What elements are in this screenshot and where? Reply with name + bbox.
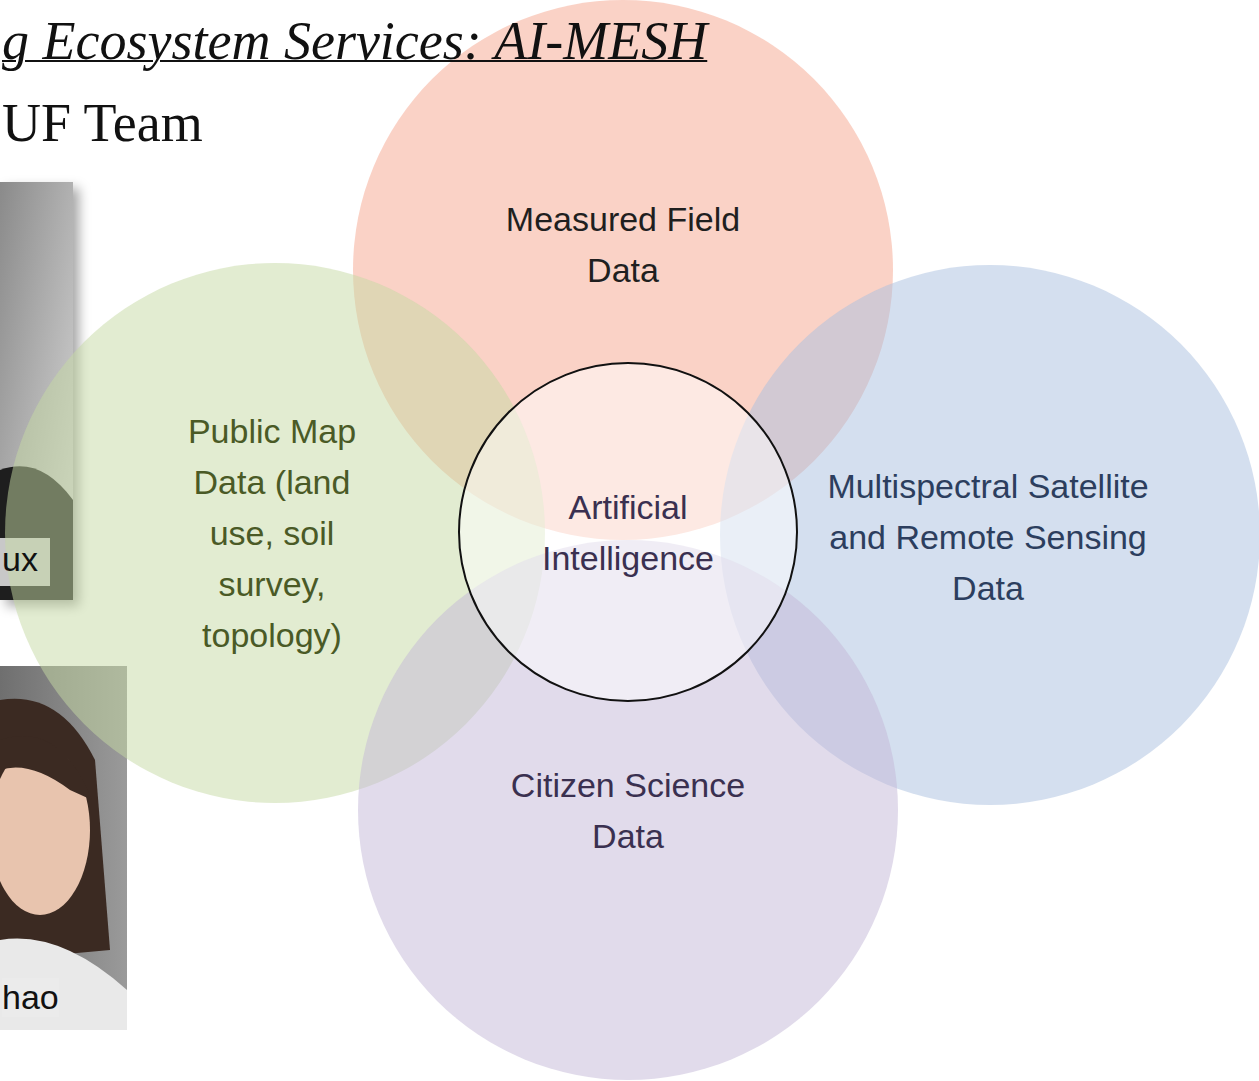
circle-label: Multispectral Satellite and Remote Sensi… <box>808 461 1168 614</box>
circle-shape <box>458 362 798 702</box>
slide-subtitle: UF Team <box>2 92 203 154</box>
circle-label: Artificial Intelligence <box>508 482 748 584</box>
circle-label: Citizen Science Data <box>488 760 768 862</box>
circle-label: Measured Field Data <box>468 194 778 296</box>
circle-outline <box>459 363 797 701</box>
person-name: hao <box>2 978 59 1017</box>
slide-title: g Ecosystem Services: AI-MESH <box>2 10 707 72</box>
circle-label: Public Map Data (land use, soil survey, … <box>165 406 380 661</box>
center-circle: Artificial Intelligence <box>458 362 798 702</box>
person-name: ux <box>2 540 38 579</box>
